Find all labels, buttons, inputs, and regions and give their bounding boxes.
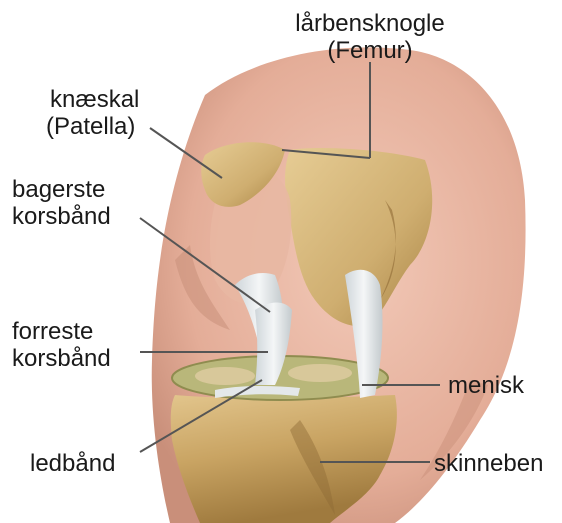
label-ligament: ledbånd (30, 450, 115, 477)
label-meniscus-line1: menisk (448, 372, 524, 399)
label-patella-line2: (Patella) (46, 113, 139, 140)
label-tibia-line1: skinneben (434, 450, 543, 477)
label-posterior-cruciate-line1: bagerste (12, 176, 111, 203)
label-ligament-line1: ledbånd (30, 450, 115, 477)
label-tibia: skinneben (434, 450, 543, 477)
label-femur: lårbensknogle (Femur) (282, 10, 458, 64)
label-posterior-cruciate: bagerste korsbånd (12, 176, 111, 230)
label-posterior-cruciate-line2: korsbånd (12, 203, 111, 230)
label-anterior-cruciate-line1: forreste (12, 318, 111, 345)
label-anterior-cruciate: forreste korsbånd (12, 318, 111, 372)
label-femur-line1: lårbensknogle (282, 10, 458, 37)
label-femur-line2: (Femur) (282, 37, 458, 64)
label-meniscus: menisk (448, 372, 524, 399)
label-anterior-cruciate-line2: korsbånd (12, 345, 111, 372)
meniscus-hole-right (288, 364, 352, 382)
label-patella-line1: knæskal (46, 86, 139, 113)
meniscus-hole-left (195, 367, 255, 385)
label-patella: knæskal (Patella) (46, 86, 139, 140)
